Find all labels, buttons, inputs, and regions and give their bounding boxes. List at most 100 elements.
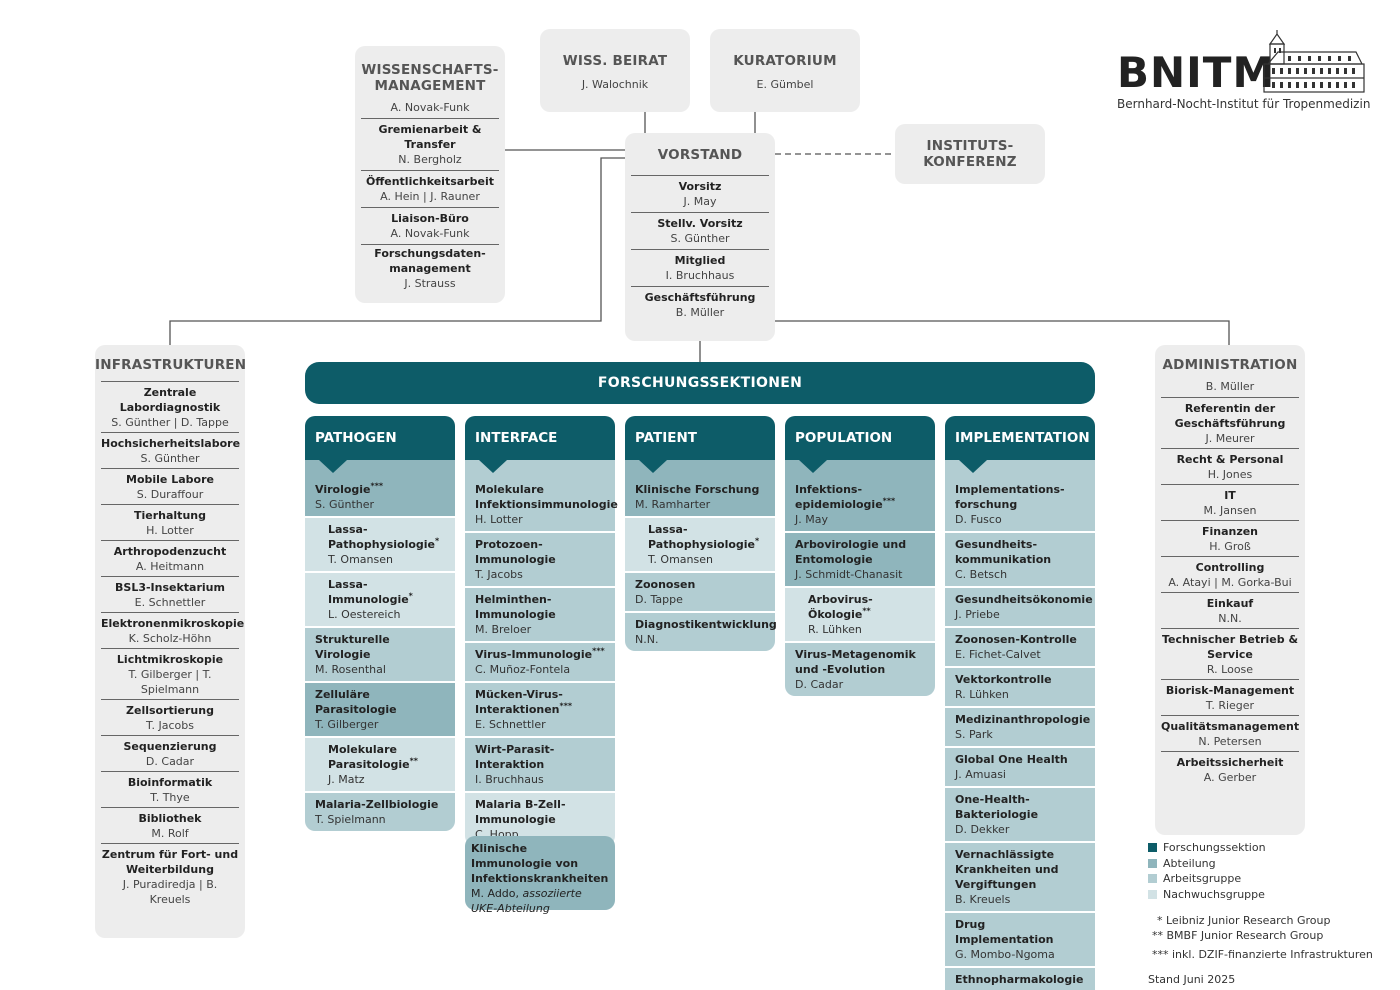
infra-item-name: M. Rolf	[151, 826, 189, 840]
wm-item: Forschungsdaten-management J. Strauss	[361, 244, 499, 294]
infra-item-title: Hochsicherheitslabore	[101, 436, 241, 450]
footnote-leibniz: * Leibniz Junior Research Group	[1157, 914, 1331, 927]
wm-item-title: Forschungsdaten-management	[374, 247, 486, 275]
footnotes: * Leibniz Junior Research Group ** BMBF …	[1152, 913, 1392, 962]
unit-title: Gesundheits-kommunikation	[955, 537, 1085, 567]
admin-item-title: Recht & Personal	[1176, 452, 1284, 466]
unit-title: Lassa-Pathophysiologie*	[328, 522, 445, 552]
wm-item-name: J. Strauss	[404, 277, 456, 290]
admin-item-title: Technischer Betrieb & Service	[1161, 632, 1299, 661]
unit-title: Lassa-Pathophysiologie*	[648, 522, 765, 552]
unit-title: Vektorkontrolle	[955, 672, 1085, 687]
admin-item-name: M. Jansen	[1203, 503, 1257, 517]
infrastrukturen-title: INFRASTRUKTUREN	[95, 357, 247, 373]
unit-title-text: Molekulare Infektionsimmunologie	[475, 483, 618, 511]
uke-note: assoziierte UKE-Abteilung	[471, 887, 582, 915]
instituts-konferenz-title-2: KONFERENZ	[923, 154, 1017, 170]
unit-lead: E. Schnettler	[475, 718, 546, 731]
unit-lead: T. Omansen	[328, 553, 393, 566]
legend-label: Forschungssektion	[1163, 841, 1266, 854]
legend-item: Nachwuchsgruppe	[1148, 887, 1388, 903]
unit-lead: E. Fichet-Calvet	[955, 648, 1041, 661]
infrastrukturen-box: INFRASTRUKTUREN Zentrale Labordiagnostik…	[95, 345, 247, 938]
unit-title: Wirt-Parasit-Interaktion	[475, 742, 605, 772]
unit-cell: Vernachlässigte Krankheiten und Vergiftu…	[945, 843, 1095, 913]
column-title: PATHOGEN	[315, 430, 397, 446]
footnote-marker: ***	[882, 496, 896, 506]
pointer-triangle-icon	[959, 460, 987, 473]
unit-title-text: Arbovirologie und Entomologie	[795, 538, 907, 566]
infra-item-title: Zentrum für Fort- und Weiterbildung	[101, 847, 239, 876]
admin-item-name: H. Groß	[1209, 539, 1251, 553]
admin-item-title: Einkauf	[1206, 596, 1254, 610]
unit-title-text: Strukturelle Virologie	[315, 633, 390, 661]
column-header-implementation: IMPLEMENTATION	[945, 416, 1095, 473]
unit-lead: H. Lotter	[475, 513, 523, 526]
unit-title: Virus-Metagenomik und -Evolution	[795, 647, 925, 677]
unit-title: Molekulare Parasitologie**	[328, 742, 445, 772]
infra-item-title: Zentrale Labordiagnostik	[119, 385, 221, 414]
unit-lead: J. Schmidt-Chanasit	[795, 568, 903, 581]
unit-title-text: Gesundheitsökonomie	[955, 593, 1093, 606]
instituts-konferenz-title-1: INSTITUTS-	[926, 138, 1014, 154]
unit-title-text: Lassa-Pathophysiologie	[648, 523, 756, 551]
unit-title-text: Drug Implementation	[955, 918, 1054, 946]
infra-item-title: Sequenzierung	[123, 739, 217, 753]
uke-title: Klinische Immunologie von Infektionskran…	[471, 842, 609, 885]
unit-lead: D. Tappe	[635, 593, 683, 606]
unit-title: Protozoen-Immunologie	[475, 537, 605, 567]
unit-title: Klinische Forschung	[635, 482, 765, 497]
kuratorium-title: KURATORIUM	[733, 53, 837, 69]
unit-cell: Ethnopharmakologie und Zoopharmakognosie…	[945, 968, 1095, 990]
wissenschaftsmanagement-title-2: MANAGEMENT	[374, 78, 486, 94]
unit-title-text: Protozoen-Immunologie	[475, 538, 556, 566]
legend-swatch	[1148, 874, 1157, 884]
wm-item-title: Öffentlichkeitsarbeit	[366, 175, 494, 188]
column-interface: INTERFACE Molekulare Infektionsimmunologi…	[465, 416, 618, 846]
admin-item-title: Controlling	[1195, 560, 1265, 574]
unit-lead: T. Gilberger	[315, 718, 379, 731]
unit-lead: M. Ramharter	[635, 498, 711, 511]
unit-title-text: Malaria-Zellbiologie	[315, 798, 439, 811]
admin-item-name: N. Petersen	[1198, 734, 1262, 748]
column-header-interface: INTERFACE	[465, 416, 615, 473]
infra-item-title: Tierhaltung	[134, 508, 206, 522]
footnote-marker: ***	[559, 701, 573, 711]
unit-title-text: Vernachlässigte Krankheiten und Vergiftu…	[955, 848, 1059, 891]
wm-item-title: Liaison-Büro	[391, 212, 469, 225]
unit-title: Zelluläre Parasitologie	[315, 687, 445, 717]
legend-swatch	[1148, 858, 1157, 868]
unit-title-text: Mücken-Virus-Interaktionen	[475, 688, 563, 716]
unit-lead: D. Dekker	[955, 823, 1010, 836]
legend-swatch	[1148, 889, 1157, 899]
admin-item-name: A. Gerber	[1203, 770, 1257, 784]
infra-item-name: J. Puradiredja | B. Kreuels	[122, 877, 218, 906]
admin-item-name: R. Loose	[1206, 662, 1254, 676]
